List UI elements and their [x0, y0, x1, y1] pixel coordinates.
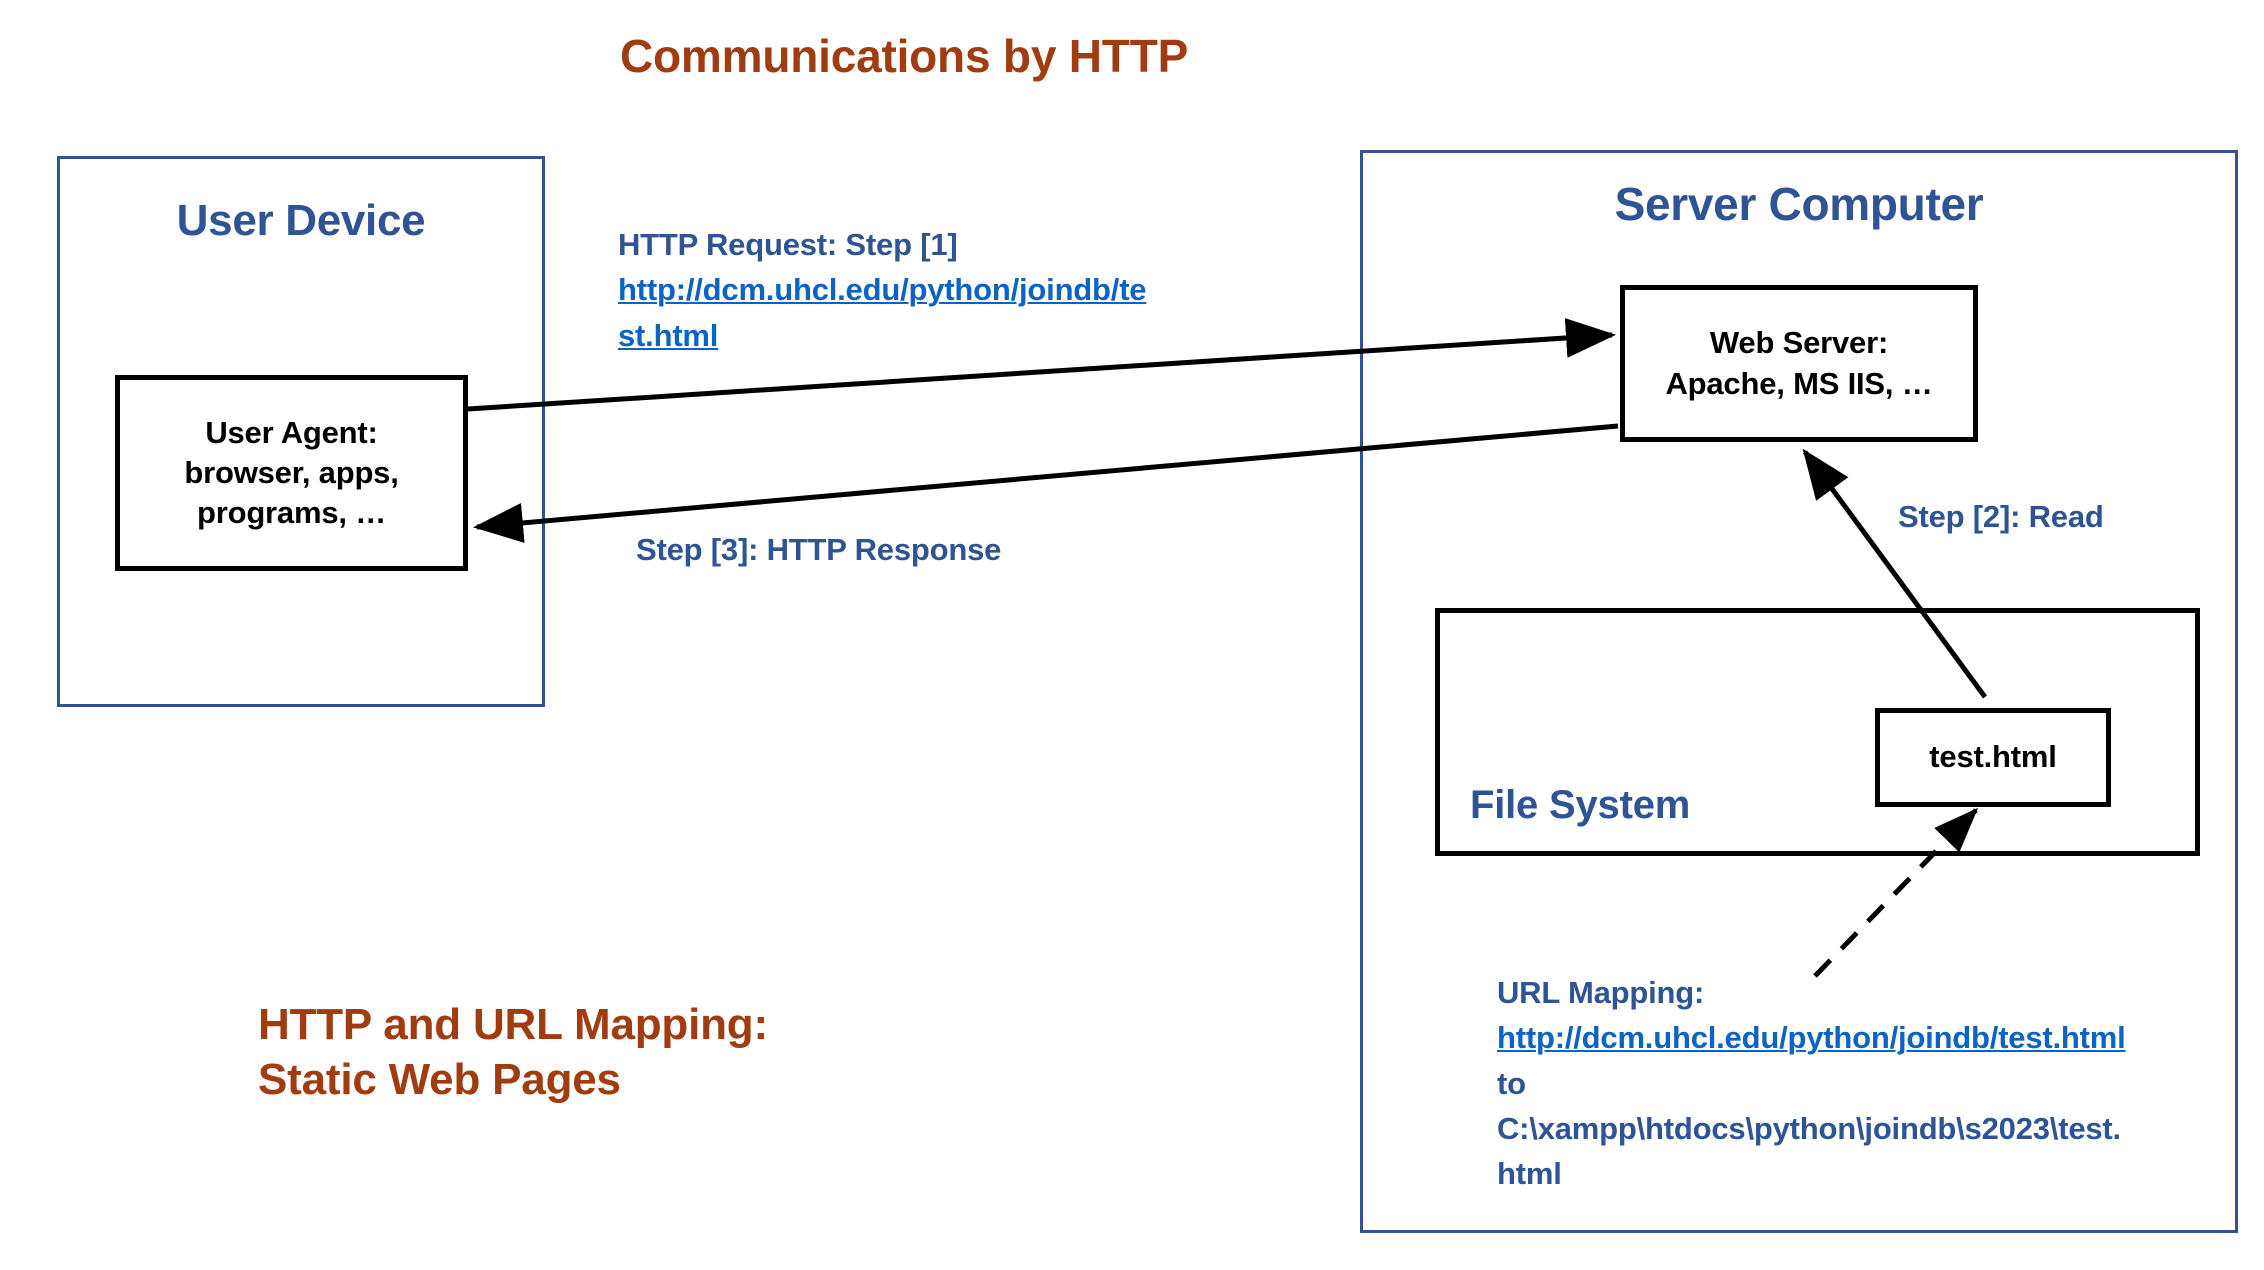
user-agent-box: User Agent: browser, apps, programs, … — [115, 375, 468, 571]
url-mapping-target-path: C:\xampp\htdocs\python\joindb\s2023\test… — [1497, 1110, 2121, 1191]
test-html-label: test.html — [1929, 739, 2057, 775]
url-mapping-source-link[interactable]: http://dcm.uhcl.edu/python/joindb/test.h… — [1497, 1020, 2126, 1056]
server-computer-container — [1360, 150, 2238, 1233]
http-request-label: HTTP Request: Step [1] http://dcm.uhcl.e… — [618, 222, 1188, 358]
page-title: Communications by HTTP — [620, 30, 1189, 82]
url-mapping-connector: to — [1497, 1065, 1526, 1101]
step-read-label: Step [2]: Read — [1898, 499, 2104, 534]
url-mapping-block: URL Mapping: http://dcm.uhcl.edu/python/… — [1497, 970, 2137, 1196]
url-mapping-source-line: http://dcm.uhcl.edu/python/joindb/test.h… — [1497, 1015, 2137, 1106]
file-system-title: File System — [1470, 783, 1691, 827]
user-agent-label: User Agent: browser, apps, programs, … — [184, 414, 399, 531]
test-html-file-box: test.html — [1875, 708, 2111, 807]
http-request-step-text: HTTP Request: Step [1] — [618, 227, 958, 262]
http-response-label: Step [3]: HTTP Response — [636, 532, 1002, 567]
http-request-url-link[interactable]: http://dcm.uhcl.edu/python/joindb/test.h… — [618, 272, 1147, 353]
user-device-title: User Device — [176, 196, 426, 245]
diagram-caption: HTTP and URL Mapping: Static Web Pages — [258, 1000, 768, 1104]
server-computer-title: Server Computer — [1614, 178, 1984, 230]
url-mapping-heading: URL Mapping: — [1497, 975, 1705, 1010]
web-server-label: Web Server: Apache, MS IIS, … — [1665, 325, 1933, 401]
web-server-box: Web Server: Apache, MS IIS, … — [1620, 285, 1978, 442]
